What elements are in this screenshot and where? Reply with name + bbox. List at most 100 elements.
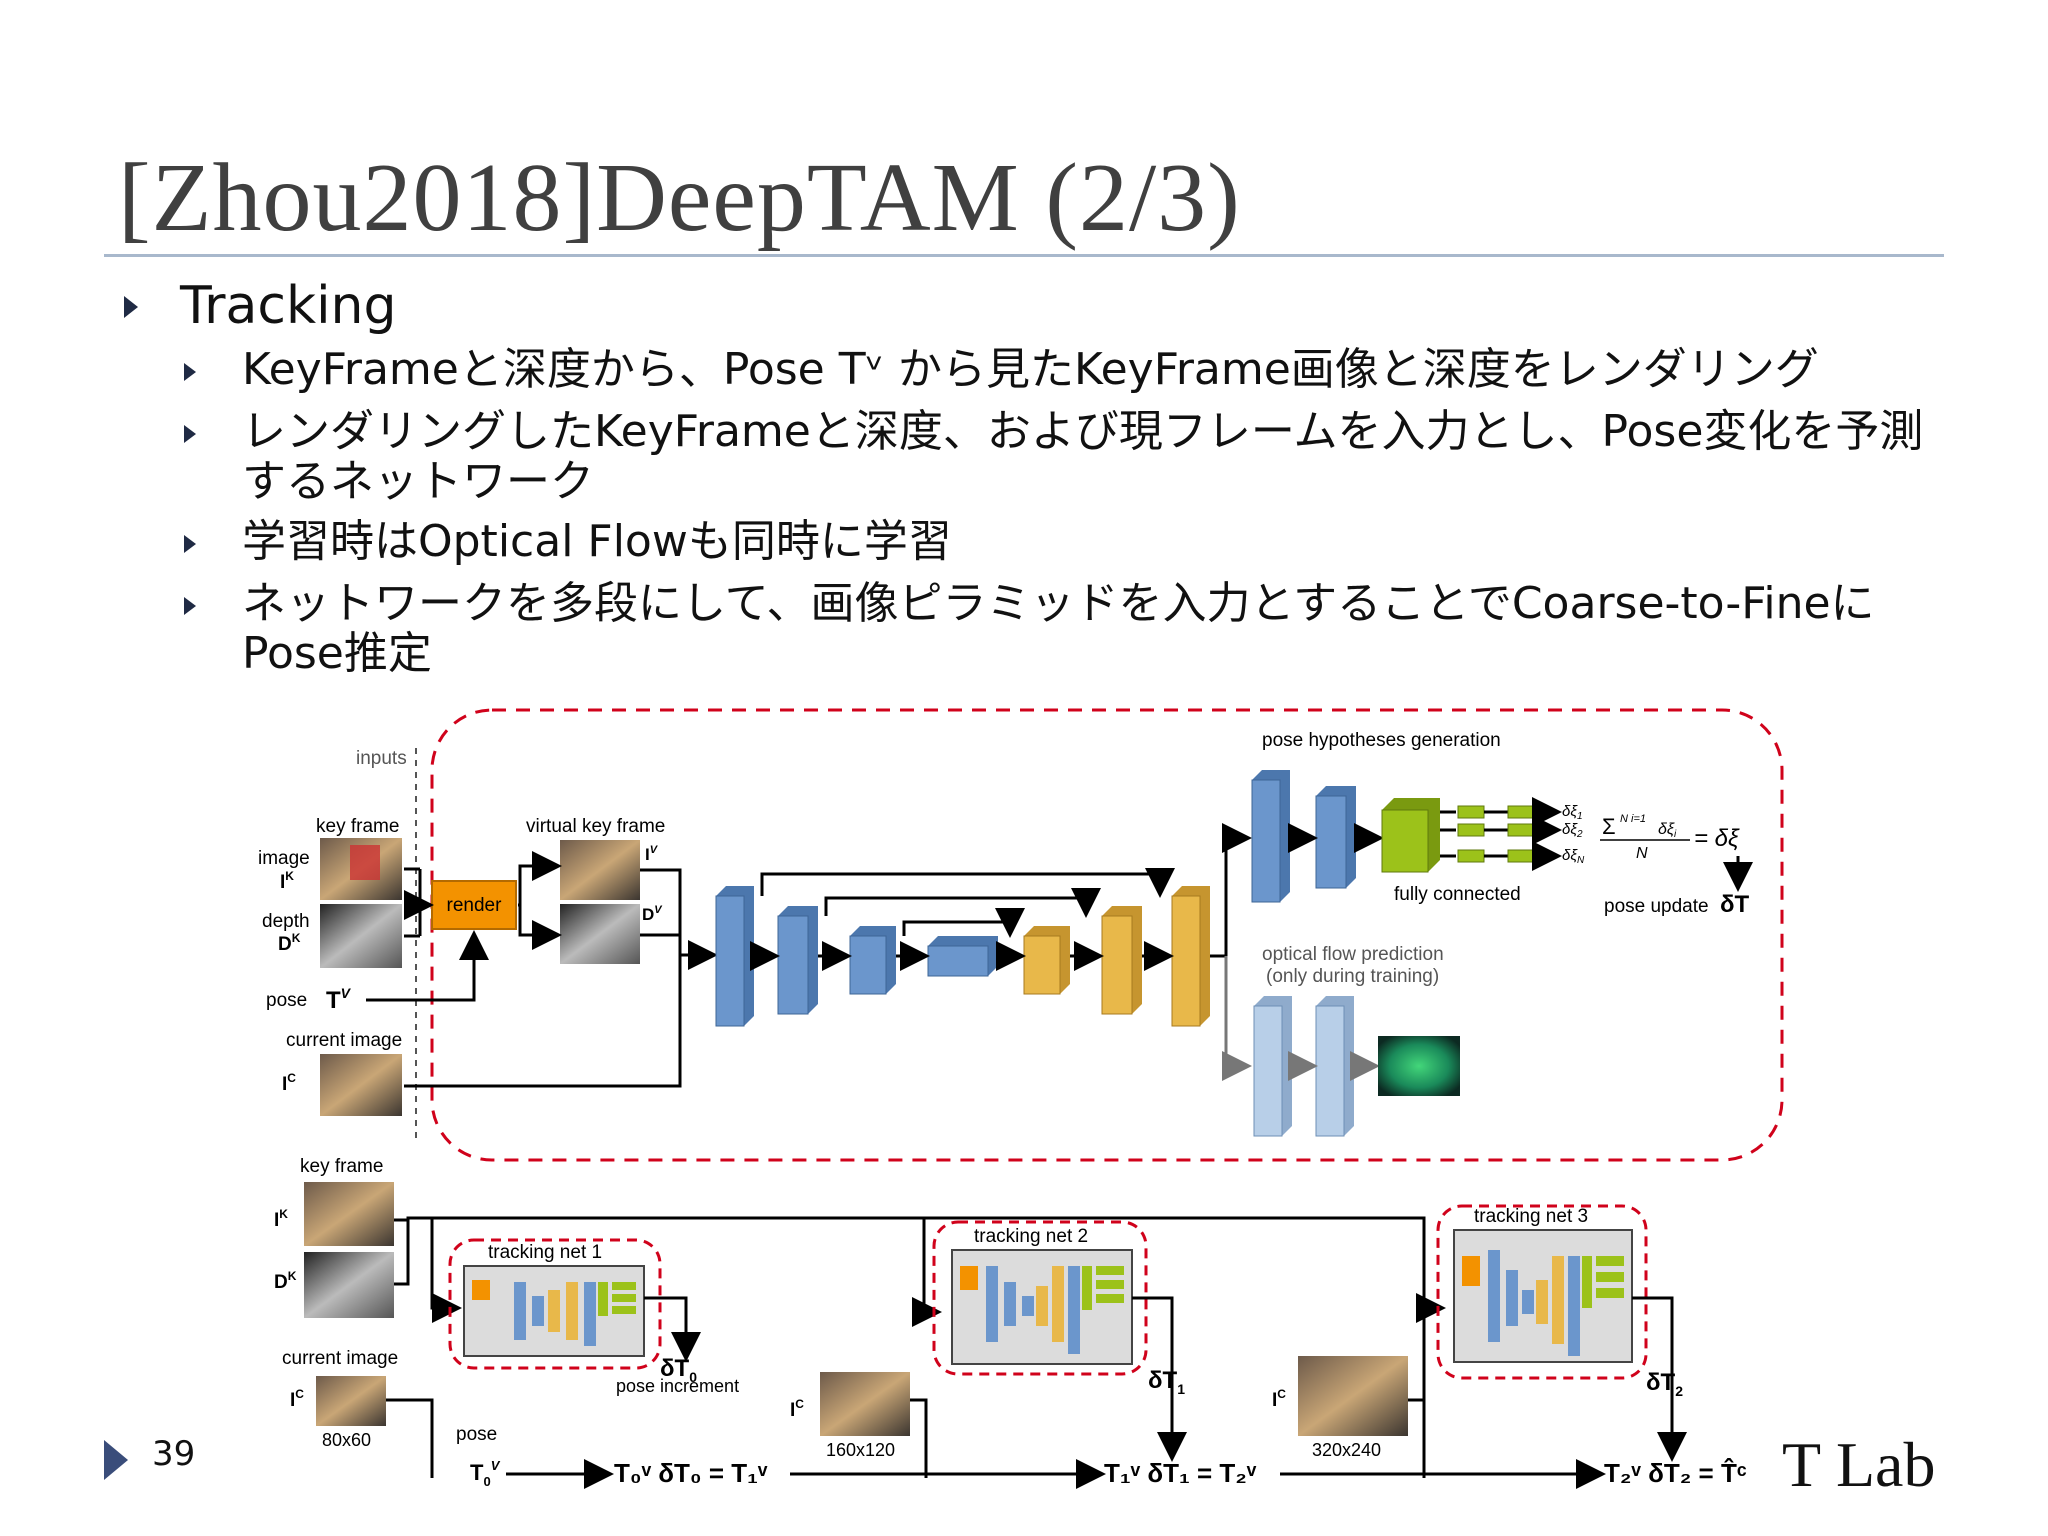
depth-symbol: DK [278, 931, 301, 955]
current-image-line [910, 1398, 928, 1478]
fc-unit [1457, 823, 1485, 837]
tracking-net-3-label: tracking net 3 [1474, 1206, 1588, 1227]
fully-connected-block [1381, 809, 1429, 873]
fc-unit [1507, 805, 1535, 819]
mini-fc-block [598, 1282, 608, 1316]
pose-update-symbol: δT [1720, 891, 1750, 918]
delta-t1-symbol: δT1 [1148, 1367, 1185, 1397]
pose-encoder-block [1251, 779, 1281, 903]
optical-flow-output-image [1378, 1036, 1460, 1096]
current-image-thumb [320, 1054, 402, 1116]
sum-limits: N i=1 [1620, 813, 1646, 825]
mini-encoder-block [514, 1282, 526, 1340]
bottom-current-image-thumb [316, 1376, 386, 1426]
subbullet-triangle-icon [184, 535, 196, 553]
virtual-depth-symbol: DV [642, 904, 663, 924]
subbullet-2: レンダリングしたKeyFrameと深度、および現フレームを入力とし、Pose変化… [242, 406, 1924, 507]
subbullet-triangle-icon [184, 597, 196, 615]
subbullet-triangle-icon [184, 363, 196, 381]
subbullet-triangle-icon [184, 425, 196, 443]
virtual-key-frame-label: virtual key frame [526, 816, 665, 837]
current-image-160-thumb [820, 1372, 910, 1436]
encoder-block [849, 935, 887, 995]
bottom-dk-symbol: DK [274, 1269, 297, 1293]
inputs-label: inputs [356, 748, 407, 769]
t0v-symbol: T0V [470, 1458, 501, 1489]
mini-encoder-block [1568, 1256, 1580, 1356]
arrow-line [640, 868, 718, 970]
mini-fc-unit [1096, 1266, 1124, 1275]
res-80x60: 80x60 [322, 1430, 371, 1450]
current-image-line [386, 1398, 434, 1478]
mini-decoder-block [1052, 1266, 1064, 1342]
pose-equation-2: T₁ᵛ δT₁ = T₂ᵛ [1104, 1458, 1257, 1488]
render-block [431, 880, 517, 930]
sum-symbol: Σ [1602, 814, 1616, 839]
image-label: image [258, 848, 310, 869]
mini-render-block [472, 1280, 490, 1300]
fc-unit [1457, 849, 1485, 863]
current-image-320-thumb [1298, 1356, 1408, 1436]
mini-fc-block [1582, 1256, 1592, 1308]
encoder-block [715, 895, 745, 1027]
mini-fc-unit [1096, 1280, 1124, 1289]
subbullet-4: ネットワークを多段にして、画像ピラミッドを入力とすることでCoarse-to-F… [242, 578, 1875, 679]
pose-equation-3: T₂ᵛ δT₂ = T̂ᶜ [1604, 1457, 1747, 1488]
flow-decoder-block [1253, 1005, 1283, 1137]
tracking-net-1-dashed-box [448, 1238, 662, 1370]
res-160x120: 160x120 [826, 1440, 895, 1460]
lab-logo-text: T Lab [1782, 1429, 1936, 1500]
mini-fc-unit [1096, 1294, 1124, 1303]
bottom-key-frame-image-thumb [304, 1182, 394, 1246]
encoder-block-depth [850, 926, 896, 994]
arrow-line [644, 1296, 701, 1362]
bottom-key-frame-depth-thumb [304, 1252, 394, 1318]
pose-increment-label: pose increment [616, 1376, 739, 1396]
bottom-key-frame-label: key frame [300, 1156, 383, 1177]
tracking-net-2-dashed-box [932, 1220, 1148, 1376]
tracking-net-3-mini-network [1462, 1250, 1624, 1356]
virtual-image-symbol: IV [645, 844, 659, 864]
arrow-line [1210, 823, 1252, 958]
bottleneck-block [927, 945, 989, 977]
skip-connection [824, 888, 1101, 918]
mini-decoder-block [1036, 1286, 1048, 1326]
mini-decoder-block [1536, 1280, 1548, 1324]
bottom-ic-symbol: IC [290, 1387, 304, 1411]
keyframe-bus-line [394, 1218, 410, 1286]
delta-t0-symbol: δT0 [660, 1355, 697, 1385]
mini-decoder-block [566, 1282, 578, 1340]
current-image-symbol: IC [282, 1071, 296, 1095]
skip-connection [902, 908, 1025, 938]
ic-160-symbol: IC [790, 1397, 804, 1421]
arrow-line [518, 905, 562, 950]
mini-encoder-block [1488, 1250, 1500, 1342]
key-frame-label: key frame [316, 816, 399, 837]
mini-fc-unit [612, 1282, 636, 1290]
average-formula: Σ N i=1 δξi N = δξ [1600, 813, 1740, 862]
mini-fc-unit [1596, 1256, 1624, 1266]
slide-title: [Zhou2018]DeepTAM (2/3) [118, 144, 1241, 252]
bottom-ik-symbol: IK [274, 1207, 288, 1231]
optical-flow-sublabel: (only during training) [1266, 966, 1439, 987]
decoder-block [1023, 935, 1061, 995]
encoder-block [777, 915, 809, 1015]
arrow-line [1222, 956, 1252, 1081]
decoder-block [1171, 895, 1201, 1027]
mini-encoder-block [1506, 1270, 1518, 1326]
bottom-current-image-label: current image [282, 1348, 398, 1369]
tracking-net-2-mini-network [960, 1266, 1124, 1354]
encoder-decoder-network [715, 868, 1210, 1027]
key-frame-object [350, 845, 380, 880]
slide-page-number: 39 [152, 1434, 196, 1474]
arrow-line [1132, 1296, 1187, 1462]
tracking-net-1-label: tracking net 1 [488, 1242, 602, 1263]
tracking-net-3-dashed-box [1436, 1204, 1648, 1380]
fully-connected-label: fully connected [1394, 884, 1521, 905]
sum-term: δξi [1658, 821, 1677, 840]
tracking-net-1-mini-network [472, 1280, 636, 1346]
title-underline [104, 254, 1944, 257]
arrow-line [1632, 1296, 1687, 1462]
skip-connection [760, 868, 1175, 898]
